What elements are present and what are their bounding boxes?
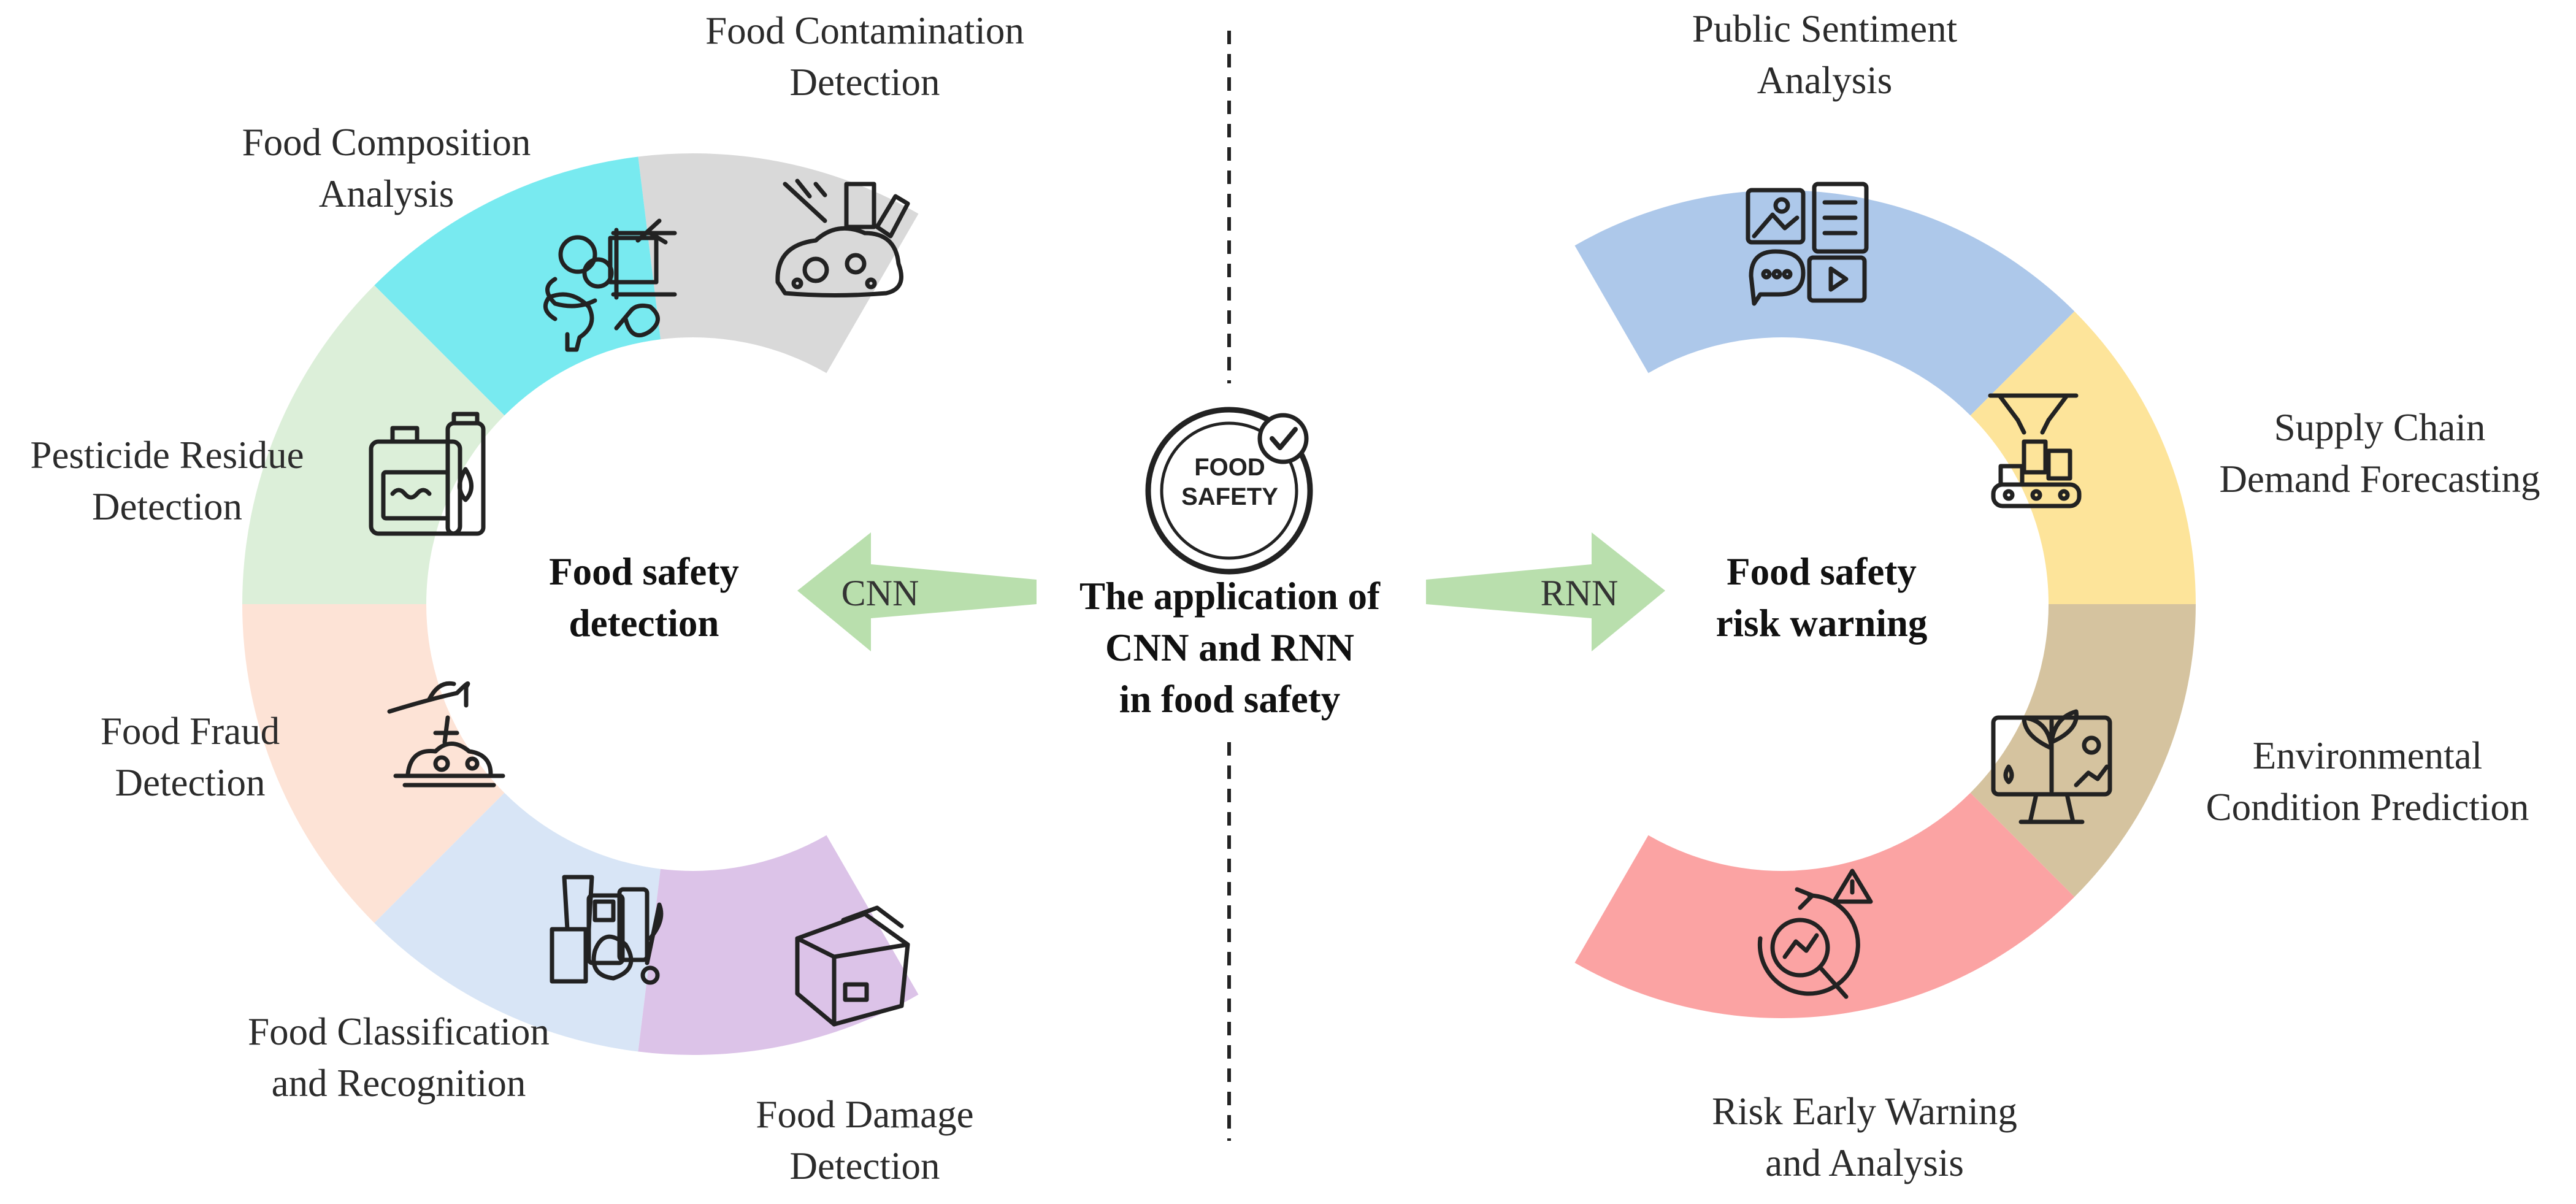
label-food-fraud: Food Fraud Detection	[31, 705, 350, 808]
label-pesticide-residue: Pesticide Residue Detection	[0, 429, 334, 532]
right-segment-2	[1970, 311, 2196, 604]
label-food-classification: Food Classification and Recognition	[202, 1006, 595, 1109]
rnn-arrow	[1426, 532, 1665, 651]
left-hub-line-1: Food safety	[549, 550, 739, 593]
classification-icon	[550, 875, 664, 985]
supply-chain-icon	[1988, 393, 2082, 508]
right-segment-1	[1574, 190, 2075, 416]
label-line: Supply Chain	[2274, 406, 2486, 449]
label-food-damage: Food Damage Detection	[693, 1089, 1037, 1192]
cnn-label: CNN	[841, 573, 919, 613]
label-line: Demand Forecasting	[2219, 458, 2540, 500]
label-line: Food Contamination	[705, 9, 1024, 52]
label-line: Pesticide Residue	[30, 434, 304, 477]
left-hub-label: Food safety detection	[503, 546, 785, 649]
composition-icon	[543, 218, 677, 352]
label-line: Public Sentiment	[1692, 7, 1958, 50]
label-line: Detection	[789, 61, 940, 104]
left-segment-5	[374, 792, 661, 1052]
right-segment-4	[1574, 792, 2075, 1018]
logo-line-2: SAFETY	[1181, 483, 1278, 510]
label-line: Environmental	[2252, 734, 2483, 777]
pesticide-icon	[369, 412, 486, 536]
label-line: Analysis	[318, 172, 454, 215]
cnn-arrow	[797, 532, 1037, 651]
label-line: Detection	[789, 1145, 940, 1187]
label-line: and Recognition	[271, 1062, 526, 1105]
center-title-line-3: in food safety	[1119, 678, 1341, 721]
food-safety-logo-icon	[1145, 407, 1313, 575]
left-segment-4	[242, 604, 505, 923]
right-hub-line-1: Food safety	[1727, 550, 1917, 593]
right-hub-label: Food safety risk warning	[1681, 546, 1963, 649]
label-line: Food Damage	[756, 1093, 974, 1136]
rnn-label: RNN	[1540, 573, 1619, 613]
damage-icon	[795, 905, 910, 1027]
label-risk-warning: Risk Early Warning and Analysis	[1656, 1086, 2073, 1189]
fraud-icon	[387, 681, 505, 788]
label-line: Food Classification	[248, 1010, 550, 1053]
label-line: Risk Early Warning	[1712, 1090, 2017, 1133]
left-hub-line-2: detection	[569, 602, 719, 645]
label-food-contamination: Food Contamination Detection	[644, 5, 1086, 108]
environment-icon	[1991, 709, 2112, 824]
label-food-composition: Food Composition Analysis	[184, 117, 589, 220]
logo-line-1: FOOD	[1194, 454, 1265, 481]
label-line: Detection	[92, 485, 242, 528]
left-segment-6	[638, 835, 919, 1055]
label-line: Food Fraud	[100, 710, 280, 753]
center-title-line-1: The application of	[1079, 575, 1381, 618]
label-line: and Analysis	[1765, 1141, 1964, 1184]
label-line: Condition Prediction	[2206, 786, 2529, 829]
sentiment-icon	[1746, 182, 1869, 306]
label-line: Analysis	[1757, 59, 1893, 102]
label-line: Detection	[115, 761, 266, 804]
risk-warning-icon	[1757, 868, 1873, 999]
label-supply-chain: Supply Chain Demand Forecasting	[2183, 402, 2576, 505]
right-hub-line-2: risk warning	[1715, 602, 1928, 645]
center-title: The application of CNN and RNN in food s…	[1030, 570, 1429, 725]
label-line: Food Composition	[242, 121, 531, 164]
label-environmental: Environmental Condition Prediction	[2165, 730, 2570, 833]
center-title-line-2: CNN and RNN	[1105, 626, 1355, 669]
label-public-sentiment: Public Sentiment Analysis	[1625, 3, 2024, 106]
left-segment-2	[374, 156, 661, 416]
contamination-icon	[775, 178, 910, 297]
